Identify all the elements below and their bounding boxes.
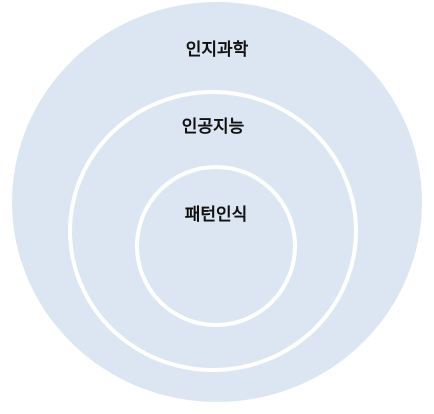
inner-circle <box>135 165 297 327</box>
inner-circle-label: 패턴인식 <box>184 205 248 225</box>
middle-circle <box>68 90 358 372</box>
outer-circle-label: 인지과학 <box>185 40 249 60</box>
middle-circle-label: 인공지능 <box>181 117 245 137</box>
